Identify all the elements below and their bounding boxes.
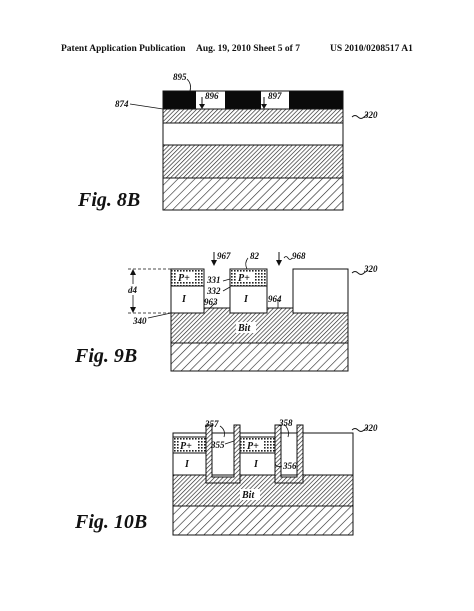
- fig9b-label-340: 340: [132, 316, 147, 326]
- fig10b-leader-355: [224, 440, 235, 445]
- fig10b-substrate: [172, 505, 354, 536]
- header-patent-number: US 2010/0208517 A1: [330, 44, 413, 54]
- fig10b-label-320: 320: [363, 423, 378, 433]
- fig8b-leader-895: [186, 78, 191, 92]
- fig9b-label-82: 82: [250, 251, 260, 261]
- fig10b-i-left: [172, 452, 207, 476]
- fig9b-bit-layer: [170, 307, 349, 344]
- fig10b-region-p2: P+: [247, 441, 259, 452]
- fig8b-label-895: 895: [173, 72, 187, 82]
- fig9b-region-bit: Bit: [237, 323, 251, 334]
- fig8b-caption: Fig. 8B: [77, 189, 140, 211]
- fig8b-label-897: 897: [268, 91, 282, 101]
- fig9b-region-i1: I: [181, 294, 187, 305]
- fig8b-arrowhead-897: [261, 104, 267, 109]
- fig10b-leader-356: [274, 462, 283, 467]
- fig8b-label-320: 320: [363, 110, 378, 120]
- fig9b-right-block: [292, 268, 349, 314]
- fig9b-dim-bg: [127, 284, 141, 295]
- fig8b-layer-middle: [162, 144, 344, 179]
- fig10b-p1-bg: [179, 440, 197, 450]
- fig9b-dim-arrow-down: [130, 307, 136, 313]
- fig9b-p1-bg: [177, 272, 195, 282]
- fig10b-diagram: P+ P+ I I Bit 357 358 320 355 356 Fig. 1…: [74, 418, 378, 536]
- fig8b-label-874: 874: [115, 99, 129, 109]
- fig10b-region-i2: I: [253, 459, 259, 470]
- fig10b-label-356: 356: [282, 461, 297, 471]
- fig9b-i-right: [229, 285, 268, 314]
- fig9b-label-332: 332: [206, 286, 221, 296]
- fig9b-label-967: 967: [217, 251, 231, 261]
- fig9b-i-left: [170, 285, 205, 314]
- fig9b-caption: Fig. 9B: [74, 345, 137, 367]
- fig10b-p2-bg: [246, 440, 264, 450]
- fig10b-squiggle-320: [351, 426, 369, 432]
- fig9b-arrowhead-967: [211, 260, 217, 266]
- fig8b-arrowhead-896: [199, 104, 205, 109]
- fig8b-squiggle-320: [351, 113, 369, 119]
- fig9b-arrowhead-968: [276, 260, 282, 266]
- fig10b-label-355: 355: [210, 440, 225, 450]
- fig9b-squiggle-968: [283, 256, 293, 260]
- fig8b-layer-white: [162, 122, 344, 146]
- fig10b-region-bit: Bit: [241, 490, 255, 501]
- fig9b-squiggle-320: [351, 269, 369, 275]
- fig9b-diagram: P+ P+ I I Bit d4: [74, 251, 378, 372]
- fig8b-label-896: 896: [205, 91, 219, 101]
- fig10b-label-358: 358: [278, 418, 293, 428]
- fig10b-region-p1: P+: [180, 441, 192, 452]
- fig9b-leader-82: [245, 257, 249, 270]
- fig9b-label-320: 320: [363, 264, 378, 274]
- fig8b-mask-left: [163, 91, 196, 109]
- fig9b-label-331: 331: [206, 275, 221, 285]
- fig9b-substrate: [170, 342, 349, 372]
- fig9b-leader-332: [222, 286, 231, 292]
- fig10b-label-357: 357: [204, 419, 219, 429]
- header-date-sheet: Aug. 19, 2010 Sheet 5 of 7: [196, 44, 300, 54]
- fig9b-label-964: 964: [268, 294, 282, 304]
- fig8b-diagram: 895 896 897 874 320 Fig. 8B: [77, 72, 378, 211]
- fig8b-leader-874: [129, 103, 164, 110]
- fig9b-p2-bg: [237, 272, 255, 282]
- fig9b-region-p2: P+: [238, 273, 250, 284]
- fig8b-layer-top: [162, 108, 344, 124]
- fig9b-region-p1: P+: [178, 273, 190, 284]
- fig8b-mask-right: [289, 91, 343, 109]
- fig10b-bit-layer: [172, 474, 354, 507]
- fig9b-label-968: 968: [292, 251, 306, 261]
- fig10b-bit-bg: [240, 489, 260, 500]
- fig9b-bit-bg: [236, 322, 256, 333]
- fig9b-leader-340: [147, 312, 172, 319]
- fig8b-mask-center: [225, 91, 261, 109]
- fig9b-label-d4: d4: [128, 285, 138, 295]
- fig8b-substrate: [162, 177, 344, 211]
- fig10b-caption: Fig. 10B: [74, 511, 147, 533]
- fig10b-region-i1: I: [184, 459, 190, 470]
- fig9b-region-i2: I: [243, 294, 249, 305]
- fig9b-label-963: 963: [204, 297, 218, 307]
- fig9b-dim-arrow-up: [130, 269, 136, 275]
- fig10b-leader-358: [283, 423, 289, 438]
- fig10b-leader-357: [219, 425, 225, 438]
- header-publication-type: Patent Application Publication: [61, 44, 186, 54]
- fig9b-leader-963: [208, 302, 216, 310]
- fig9b-leader-331: [222, 278, 231, 282]
